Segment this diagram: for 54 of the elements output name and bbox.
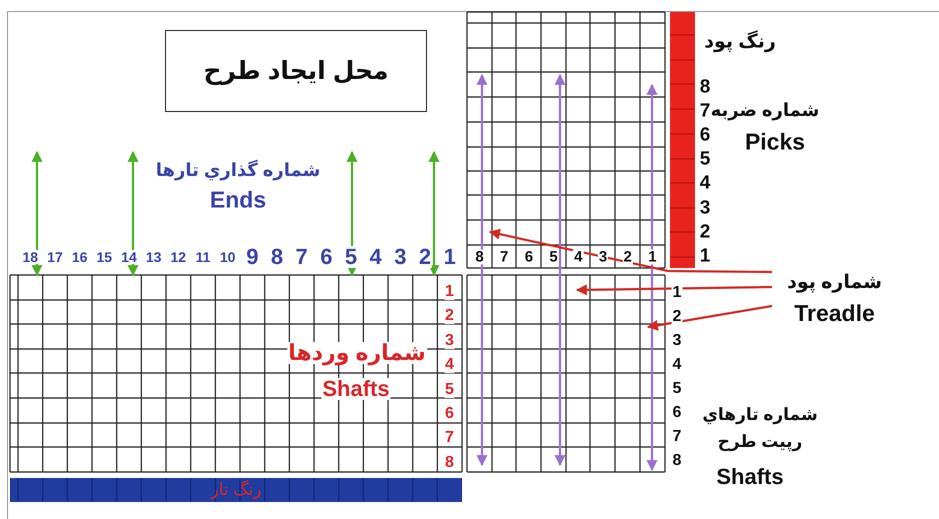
bar-label: رنگ تار xyxy=(210,480,262,500)
cell-number: 4 xyxy=(573,250,584,264)
treadling-grid xyxy=(467,12,665,268)
end-number: 12 xyxy=(170,250,188,264)
cell-number: 3 xyxy=(598,250,608,264)
treadle-number: 2 xyxy=(672,309,682,325)
pick-number: 3 xyxy=(698,198,712,217)
arrow xyxy=(576,284,772,296)
callout-label: Treadle xyxy=(793,299,876,328)
cell-number: 6 xyxy=(524,250,534,264)
callout-label: شماره پود xyxy=(786,271,883,295)
end-number: 10 xyxy=(218,250,236,264)
end-number: 11 xyxy=(194,250,212,264)
shaft-number: 3 xyxy=(444,332,455,349)
cell-number: 1 xyxy=(647,250,658,264)
warp-color-bar xyxy=(10,478,462,502)
threading-grid xyxy=(10,275,462,472)
double-arrow xyxy=(346,150,358,276)
design-area-box: محل ایجاد طرح xyxy=(165,30,427,112)
axis-title: Picks xyxy=(744,130,806,154)
double-arrow xyxy=(128,150,138,276)
arrow xyxy=(646,304,772,331)
axis-title: شماره گذاري تارها xyxy=(156,161,320,179)
double-arrow xyxy=(646,84,658,472)
double-arrow xyxy=(428,150,440,276)
end-number: 5 xyxy=(344,246,358,268)
shaft-number: 1 xyxy=(444,284,455,300)
end-number: 14 xyxy=(120,250,138,264)
double-arrow xyxy=(554,74,566,466)
weft-color-bar xyxy=(670,12,695,268)
axis-title: Shafts xyxy=(321,378,391,400)
shaft-number: 5 xyxy=(444,382,455,398)
bar-caption: رنگ پود xyxy=(704,32,776,52)
shaft-number: 4 xyxy=(444,357,455,374)
axis-title: شماره وردها xyxy=(287,342,427,364)
cell-number: 7 xyxy=(499,250,510,264)
end-number: 13 xyxy=(144,250,162,264)
cell-number: 8 xyxy=(474,250,485,264)
cell-number: 2 xyxy=(622,250,633,264)
axis-title: Shafts xyxy=(716,466,784,488)
axis-title: شماره ضربه xyxy=(710,101,820,119)
end-number: 18 xyxy=(22,250,40,264)
end-number: 17 xyxy=(46,250,64,264)
cell-number: 5 xyxy=(548,250,559,264)
double-arrow xyxy=(476,74,488,466)
end-number: 16 xyxy=(70,250,88,264)
axis-title: شماره تارهاي رپيت طرح xyxy=(701,404,819,454)
shaft-number: 2 xyxy=(444,308,455,324)
arrow xyxy=(488,228,772,274)
end-number: 2 xyxy=(418,246,432,268)
axis-title: Ends xyxy=(210,188,266,212)
tieup-grid xyxy=(467,275,665,472)
end-number: 15 xyxy=(96,250,114,264)
double-arrow xyxy=(32,150,42,276)
